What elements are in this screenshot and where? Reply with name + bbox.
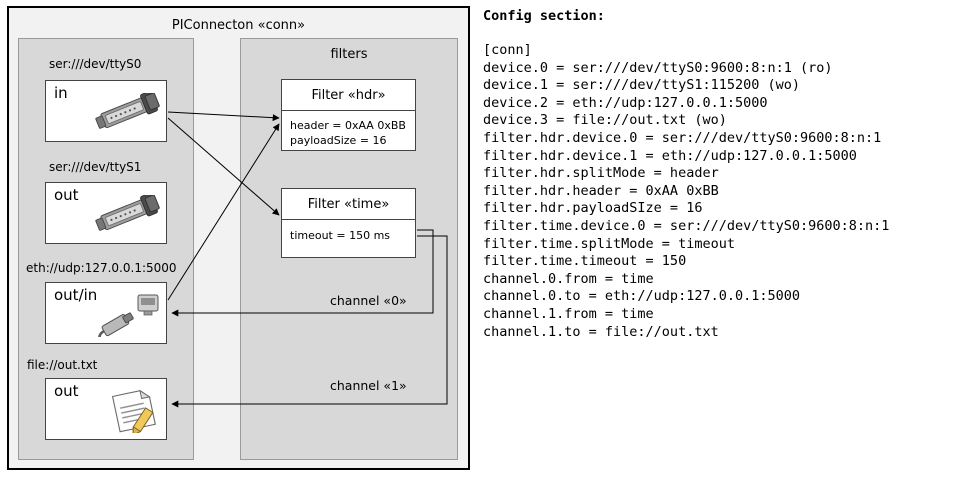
text-file-icon <box>100 389 162 437</box>
filter-title-hdr: Filter «hdr» <box>311 88 386 103</box>
serial-port-icon <box>88 91 162 139</box>
device-card-file[interactable]: out <box>45 378 167 440</box>
device-label-ttyS0: ser:///dev/ttyS0 <box>49 57 142 71</box>
device-card-ttyS0[interactable]: in <box>45 80 167 142</box>
device-label-eth: eth://udp:127.0.0.1:5000 <box>26 261 177 275</box>
channel-label-1: channel «1» <box>330 378 407 393</box>
config-text: [conn] device.0 = ser:///dev/ttyS0:9600:… <box>483 42 890 340</box>
device-card-ttyS1[interactable]: out <box>45 182 167 244</box>
network-plug-icon <box>92 293 162 345</box>
device-label-ttyS1: ser:///dev/ttyS1 <box>49 160 142 174</box>
device-card-eth[interactable]: out/in <box>45 282 167 345</box>
device-label-file: file://out.txt <box>27 358 98 372</box>
filter-prop-payloadsize: payloadSize = 16 <box>290 134 387 147</box>
filter-card-time[interactable]: Filter «time» timeout = 150 ms <box>281 188 416 258</box>
filters-group-title: filters <box>330 47 368 62</box>
device-name-ttyS0: in <box>54 84 68 102</box>
filter-separator <box>282 110 415 111</box>
filter-card-hdr[interactable]: Filter «hdr» header = 0xAA 0xBB payloadS… <box>281 79 416 151</box>
filter-separator <box>282 219 415 220</box>
device-name-file: out <box>54 382 79 400</box>
piconnecton-title: PIConnecton «conn» <box>171 18 306 33</box>
filter-title-time: Filter «time» <box>307 197 390 212</box>
config-heading: Config section: <box>483 8 605 24</box>
filter-prop-header: header = 0xAA 0xBB <box>290 119 406 132</box>
filter-prop-timeout: timeout = 150 ms <box>290 229 391 242</box>
serial-port-icon <box>88 193 162 241</box>
channel-label-0: channel «0» <box>330 293 407 308</box>
device-name-eth: out/in <box>54 286 98 304</box>
device-name-ttyS1: out <box>54 186 79 204</box>
